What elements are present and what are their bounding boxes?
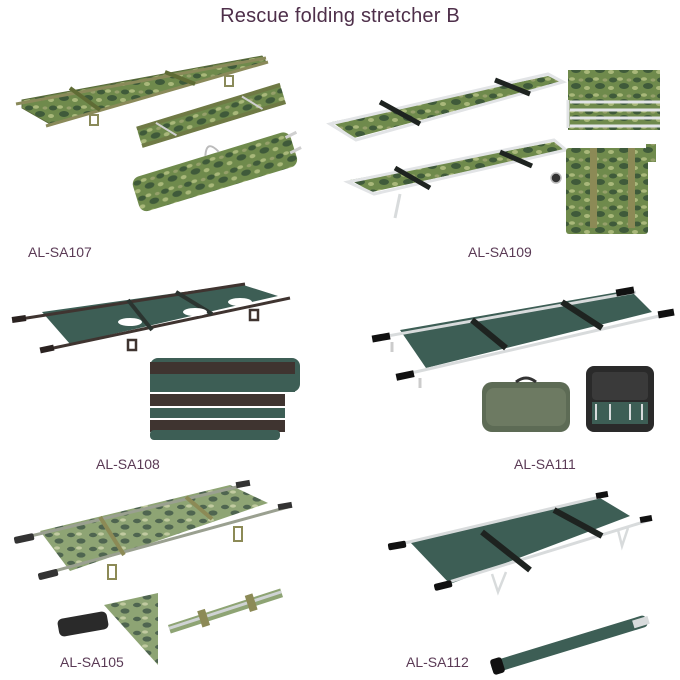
product-label: AL-SA105 [60,654,124,670]
product-al-sa105-image [0,475,340,680]
product-al-sa111-image [340,270,680,455]
product-label: AL-SA109 [468,244,532,260]
product-al-sa109-image [320,60,680,250]
green-brown-stretcher-icon [11,282,300,440]
product-label: AL-SA112 [406,654,469,670]
camo-stretcher-icon [15,55,302,212]
camo-handle-stretcher-icon [13,479,293,665]
product-al-sa107-image [0,40,340,240]
page-title: Rescue folding stretcher B [220,5,460,27]
product-label: AL-SA108 [96,456,160,472]
product-al-sa108-image [0,270,340,455]
product-label: AL-SA111 [514,456,576,472]
product-al-sa112-image [340,480,680,680]
camo-aluminium-stretcher-icon [326,70,660,234]
product-label: AL-SA107 [28,244,92,260]
green-ring-stretcher-icon [387,491,653,675]
green-aluminium-stretcher-icon [371,286,675,432]
